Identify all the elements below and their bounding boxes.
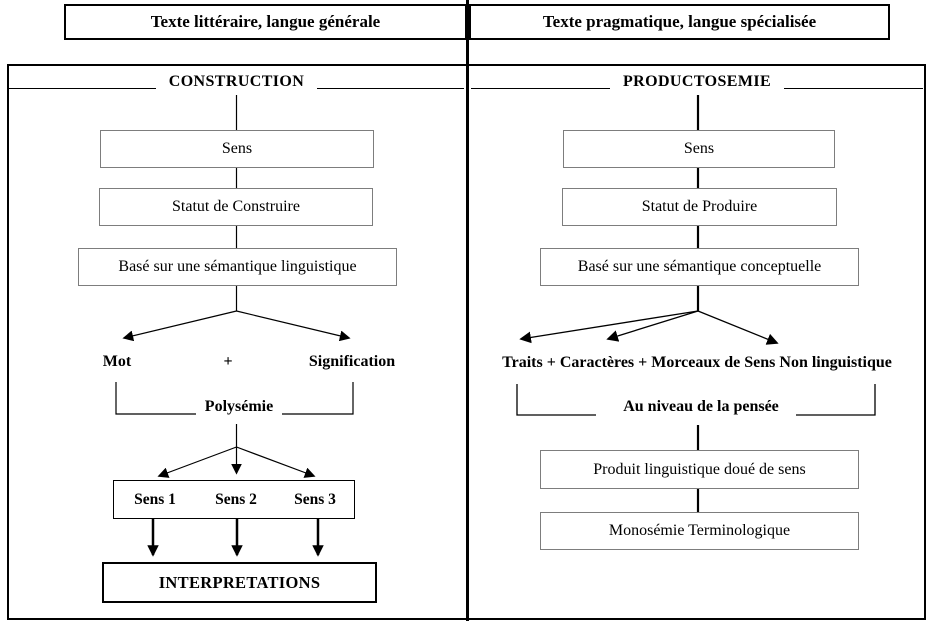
- label-sens-2: Sens 2: [215, 491, 257, 508]
- left-title-label: CONSTRUCTION: [168, 73, 305, 90]
- right-split-arrows: [516, 310, 876, 416]
- title-rule: [471, 87, 610, 89]
- left-column-title: CONSTRUCTION: [9, 72, 464, 92]
- label-plus: +: [223, 353, 233, 370]
- label-au-niveau-pensee: Au niveau de la pensée: [623, 398, 779, 415]
- box-statut-produire: Statut de Produire: [562, 188, 837, 226]
- label-sens-1: Sens 1: [134, 491, 176, 508]
- label-traits-caracteres-morceaux: Traits + Caractères + Morceaux de Sens N…: [502, 354, 892, 371]
- header-right-label: Texte pragmatique, langue spécialisée: [542, 12, 817, 31]
- left-flow-lines: [115, 95, 354, 478]
- box-monosemie: Monosémie Terminologique: [540, 512, 859, 550]
- box-semantique-linguistique: Basé sur une sémantique linguistique: [78, 248, 397, 286]
- title-rule: [784, 87, 924, 89]
- sens-group-box: [113, 480, 355, 519]
- header-left: Texte littéraire, langue générale: [64, 4, 467, 40]
- title-rule: [317, 87, 464, 89]
- box-sens-left: Sens: [100, 130, 374, 168]
- right-title-label: PRODUCTOSEMIE: [622, 73, 772, 90]
- left-bold-arrows: [147, 518, 324, 557]
- column-divider: [466, 0, 469, 621]
- box-sens-right: Sens: [563, 130, 835, 168]
- label-polysemie: Polysémie: [204, 398, 274, 415]
- box-semantique-conceptuelle: Basé sur une sémantique conceptuelle: [540, 248, 859, 286]
- label-mot: Mot: [102, 353, 132, 370]
- header-right: Texte pragmatique, langue spécialisée: [469, 4, 890, 40]
- label-signification: Signification: [308, 353, 396, 370]
- box-interpretations: INTERPRETATIONS: [102, 562, 377, 603]
- box-statut-construire: Statut de Construire: [99, 188, 373, 226]
- box-produit-linguistique: Produit linguistique doué de sens: [540, 450, 859, 489]
- label-sens-3: Sens 3: [294, 491, 336, 508]
- right-column-title: PRODUCTOSEMIE: [471, 72, 924, 92]
- title-rule: [9, 87, 156, 89]
- header-left-label: Texte littéraire, langue générale: [150, 12, 381, 31]
